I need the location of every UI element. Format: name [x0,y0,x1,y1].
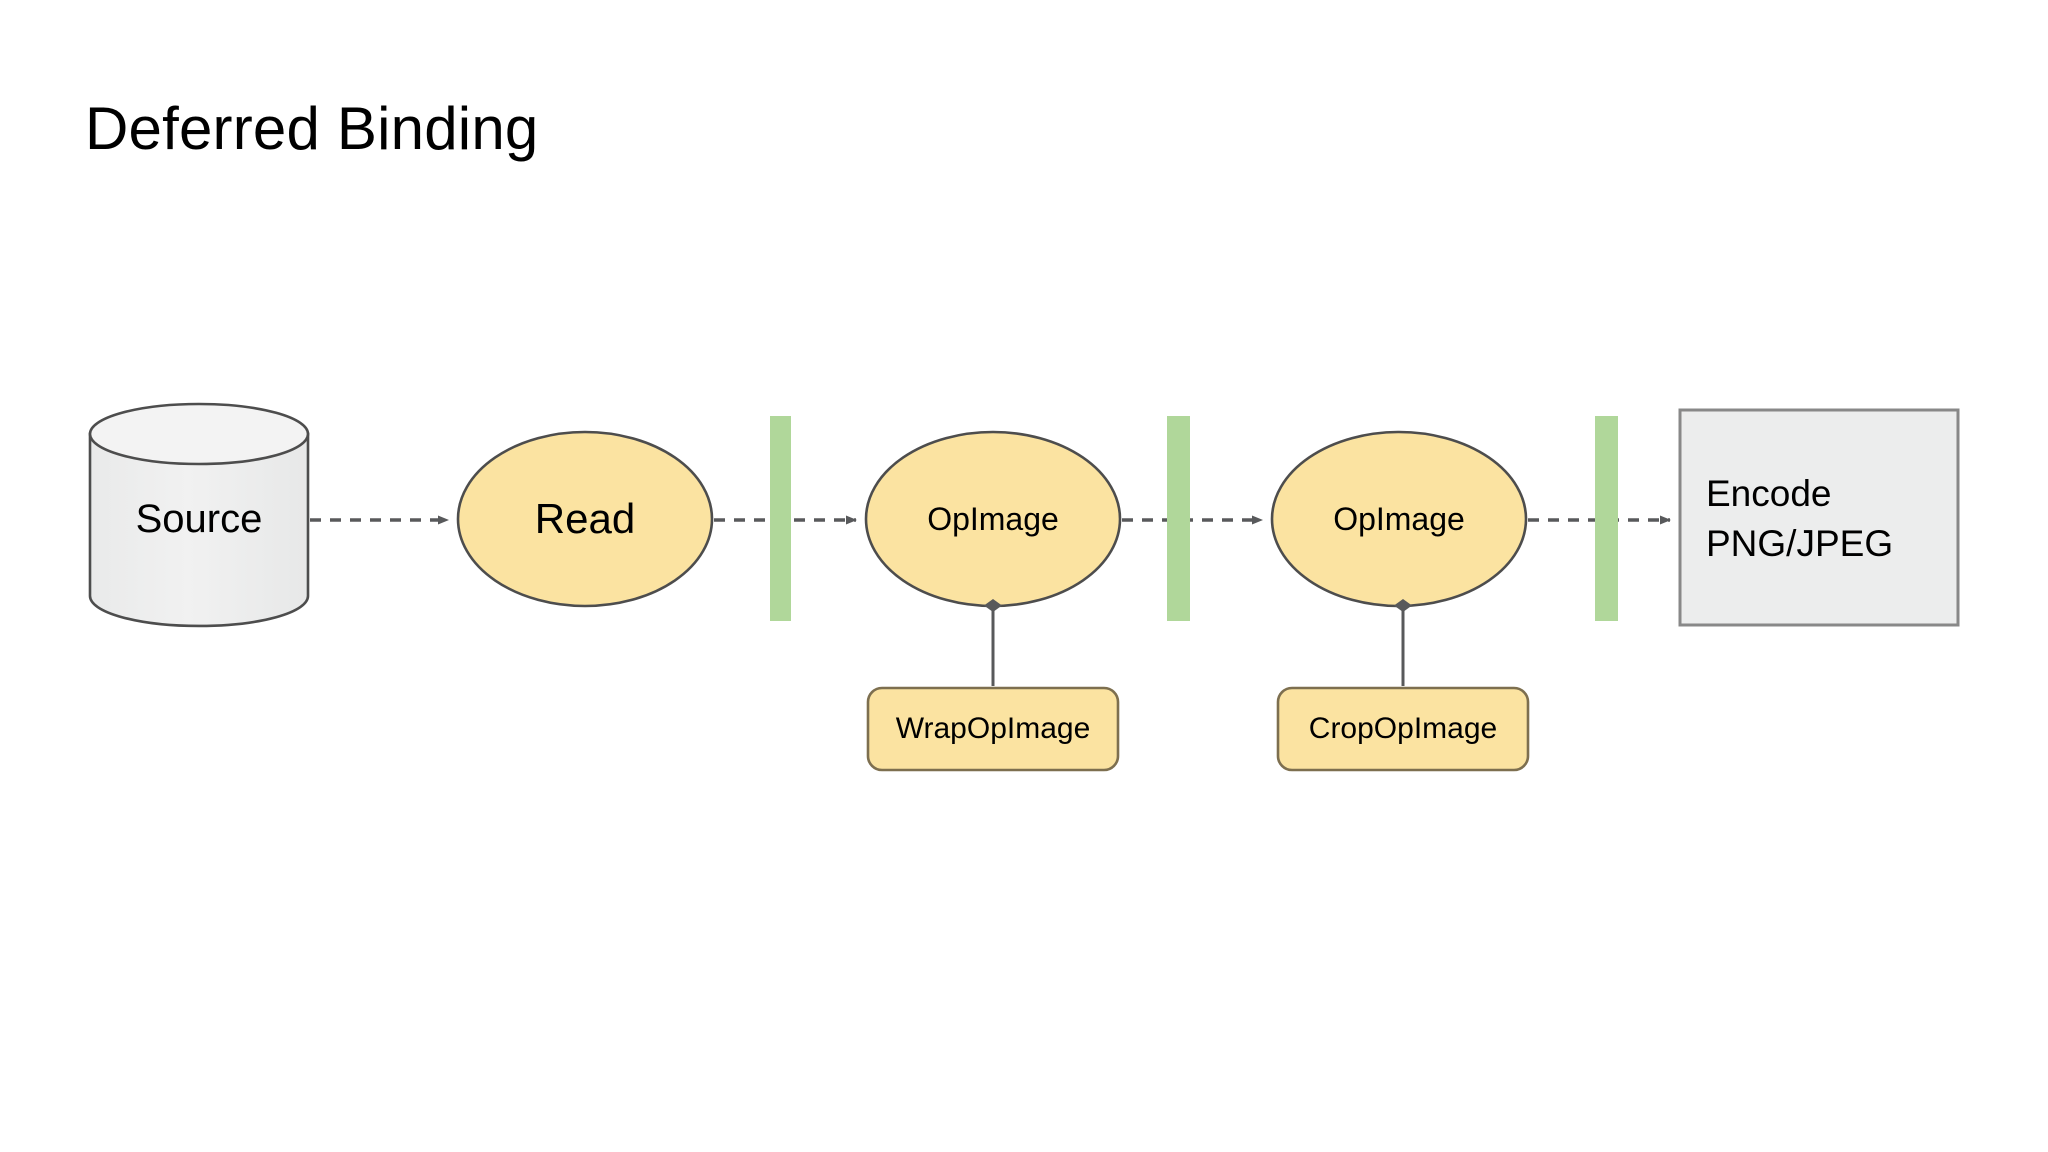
barrier-bar-2 [1167,416,1190,621]
node-wrapopimage[interactable] [866,686,1120,772]
node-cropopimage[interactable] [1276,686,1530,772]
barrier-bar-3 [1595,416,1618,621]
node-source[interactable] [88,402,310,628]
node-opimage-2[interactable] [1270,430,1528,608]
node-read[interactable] [456,430,714,608]
page-title: Deferred Binding [85,95,539,162]
node-opimage-1[interactable] [864,430,1122,608]
barrier-bar-1 [770,416,791,621]
node-encode[interactable] [1678,408,1960,627]
